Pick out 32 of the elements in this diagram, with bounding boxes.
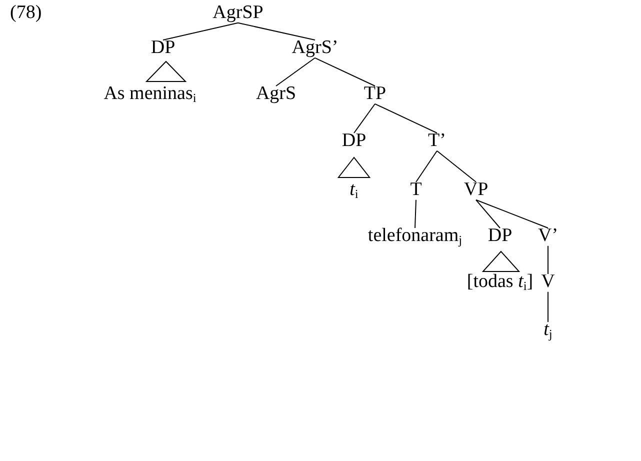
example-number: (78) — [10, 3, 42, 24]
tree-node-label: T — [410, 180, 422, 201]
tree-branch — [414, 199, 416, 228]
tree-node-label: As meninas$_{i}$ — [104, 84, 196, 106]
tree-branch — [476, 199, 500, 228]
tree-branch — [374, 103, 438, 134]
tree-node-label: DP — [150, 38, 176, 59]
triangle-shape — [146, 61, 186, 82]
tree-node-label: TP — [364, 84, 386, 105]
tree-branch — [436, 150, 476, 182]
tree-node-label: AgrS’ — [292, 38, 338, 59]
tree-node-label: [todas t$_{i}$] — [466, 272, 534, 294]
tree-node-label: t$_{i}$ — [350, 180, 358, 202]
tree-node-label: AgrSP — [212, 3, 264, 24]
tree-branch — [162, 22, 238, 40]
tree-node-label: VP — [464, 180, 488, 201]
tree-branch — [238, 22, 316, 40]
triangle-shape — [482, 251, 520, 272]
tree-node-label: DP — [342, 131, 366, 152]
tree-node-label: DP — [488, 226, 512, 247]
tree-node-label: V — [541, 272, 555, 293]
tree-branch — [314, 57, 376, 86]
tree-branch — [276, 57, 316, 86]
tree-node-label: t$_{j}$ — [544, 320, 552, 342]
tree-node-label: telefonaram$_{j}$ — [368, 226, 462, 248]
triangle-shape — [338, 157, 370, 178]
tree-branch — [476, 199, 548, 228]
tree-node-label: AgrS — [256, 84, 296, 105]
tree-node-label: V’ — [538, 226, 558, 247]
tree-node-label: T’ — [428, 131, 446, 152]
tree-branch — [416, 150, 438, 182]
tree-branch — [354, 103, 376, 134]
